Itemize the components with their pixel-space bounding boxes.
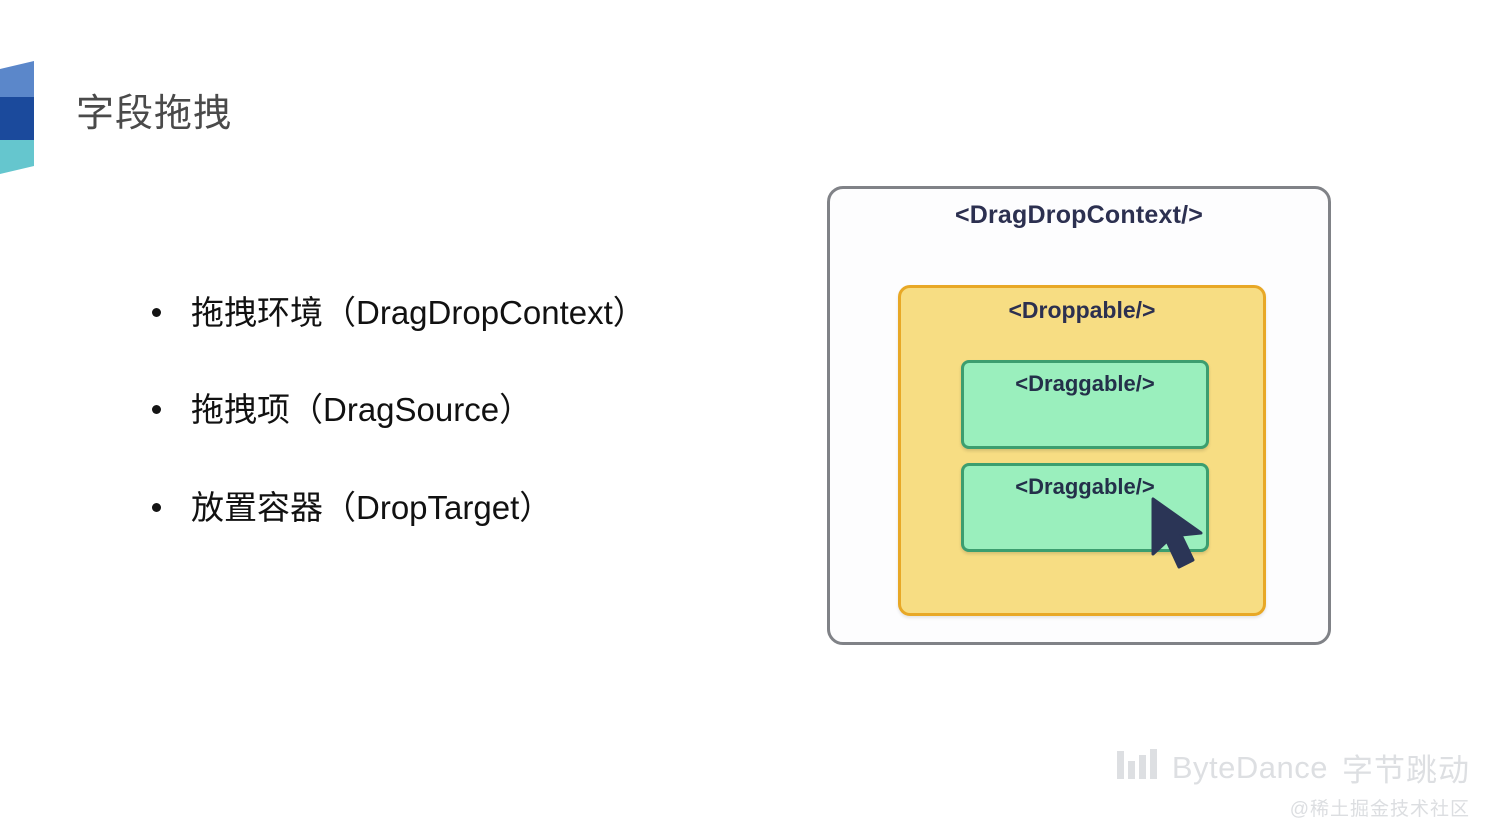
- bullet-dot-icon: [152, 308, 161, 317]
- dragdropcontext-label: <DragDropContext/>: [954, 201, 1204, 229]
- dragdropcontext-box: <DragDropContext/> <Droppable/> <Draggab…: [827, 186, 1331, 645]
- list-item: 拖拽环境（DragDropContext）: [152, 292, 772, 333]
- watermark-brand-en: ByteDance: [1171, 749, 1328, 785]
- draggable-label: <Draggable/>: [1015, 371, 1155, 396]
- bullet-label: 拖拽项（DragSource）: [191, 391, 533, 429]
- droppable-box: <Droppable/> <Draggable/> <Draggable/>: [898, 285, 1266, 616]
- bullet-list: 拖拽环境（DragDropContext） 拖拽项（DragSource） 放置…: [152, 292, 772, 584]
- watermark-community: @稀土掘金技术社区: [1289, 799, 1470, 820]
- slide-corner-mark: [0, 61, 40, 174]
- list-item: 拖拽项（DragSource）: [152, 389, 772, 430]
- bullet-label: 拖拽环境（DragDropContext）: [191, 294, 646, 331]
- draggable-box-2[interactable]: <Draggable/>: [961, 463, 1209, 552]
- draggable-label: <Draggable/>: [1015, 474, 1155, 499]
- watermark-brand-cn: 字节跳动: [1342, 753, 1470, 788]
- logo-band-middle: [0, 97, 34, 140]
- bullet-dot-icon: [152, 405, 161, 415]
- bullet-label: 放置容器（DropTarget）: [191, 488, 553, 526]
- bullet-dot-icon: [152, 502, 161, 512]
- draggable-box-1[interactable]: <Draggable/>: [961, 360, 1209, 449]
- logo-band-bottom: [0, 140, 34, 174]
- bytedance-bars-icon: [1116, 749, 1161, 786]
- logo-band-top: [0, 61, 34, 97]
- watermark: ByteDance 字节跳动 @稀土掘金技术社区: [1116, 745, 1470, 821]
- list-item: 放置容器（DropTarget）: [152, 487, 772, 528]
- droppable-label: <Droppable/>: [1008, 297, 1156, 323]
- page-title: 字段拖拽: [76, 93, 233, 135]
